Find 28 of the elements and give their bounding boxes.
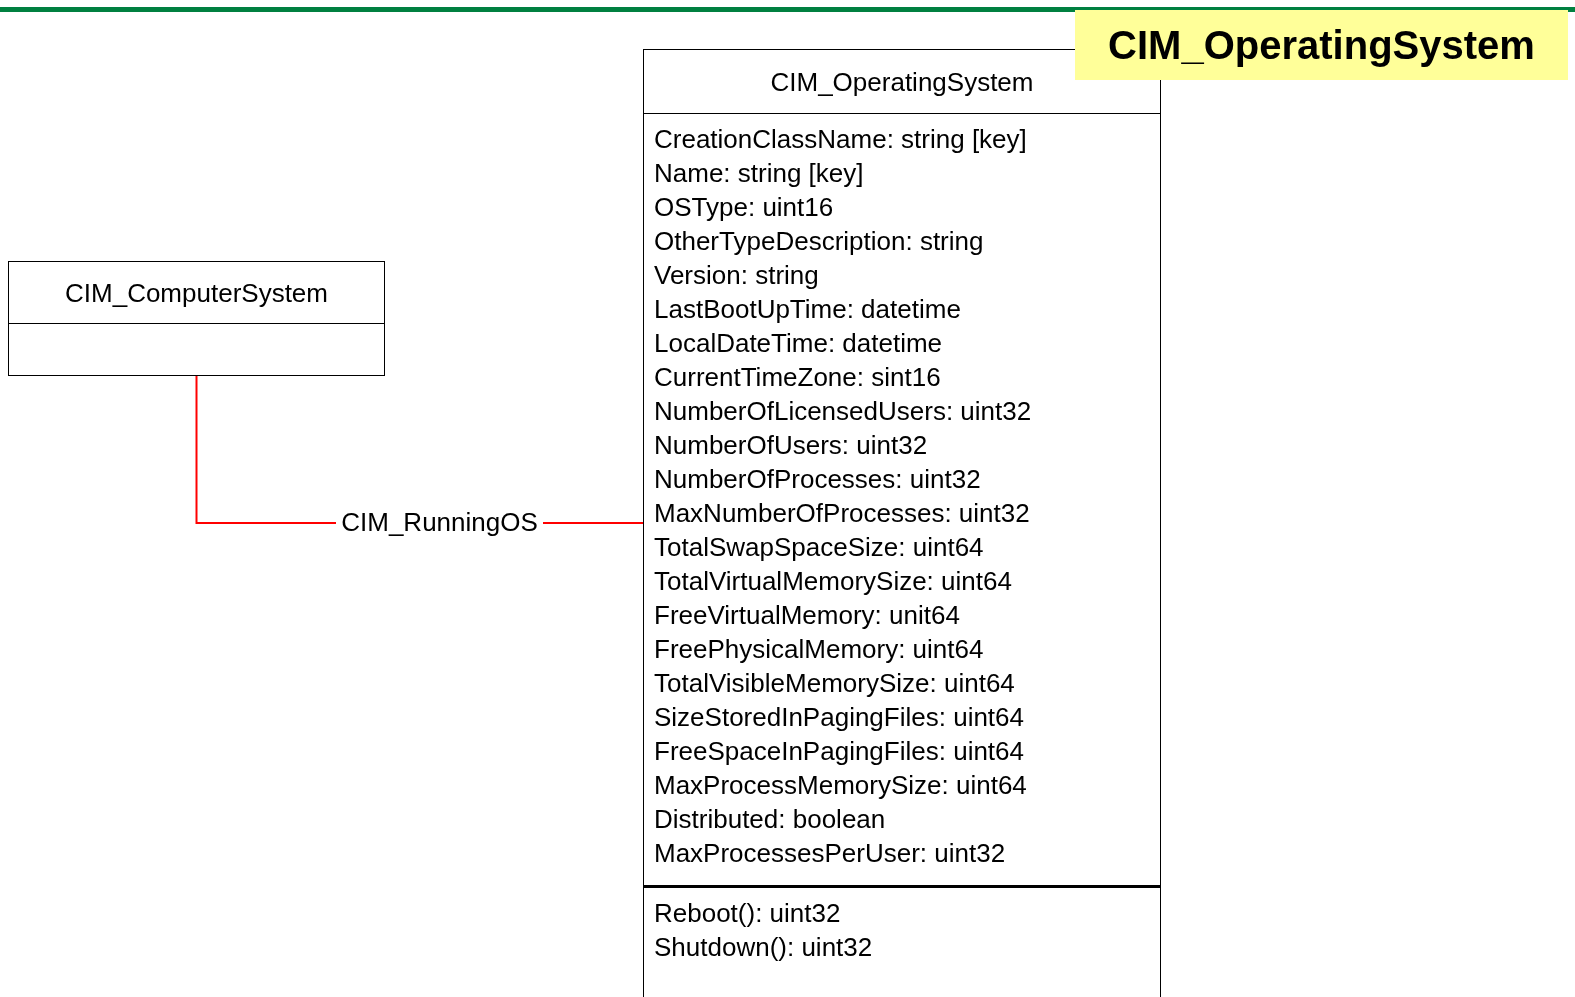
- attribute-text: NumberOfProcesses: uint32: [654, 463, 981, 496]
- class-box: [8, 261, 385, 376]
- attribute-text: CurrentTimeZone: sint16: [654, 361, 941, 394]
- method-text: Shutdown(): uint32: [654, 931, 873, 964]
- attribute-text: Version: string: [654, 259, 819, 292]
- attribute-text: NumberOfUsers: uint32: [654, 429, 928, 462]
- attribute-text: LocalDateTime: datetime: [654, 327, 943, 360]
- attribute-text: NumberOfLicensedUsers: uint32: [654, 395, 1032, 428]
- attribute-text: SizeStoredInPagingFiles: uint64: [654, 701, 1024, 734]
- attribute-text: MaxProcessMemorySize: uint64: [654, 769, 1027, 802]
- attribute-text: FreeSpaceInPagingFiles: uint64: [654, 735, 1024, 768]
- attribute-text: LastBootUpTime: datetime: [654, 293, 961, 326]
- attribute-text: TotalSwapSpaceSize: uint64: [654, 531, 984, 564]
- attribute-text: OtherTypeDescription: string: [654, 225, 984, 258]
- attribute-text: MaxProcessesPerUser: uint32: [654, 837, 1006, 870]
- method-text: Reboot(): uint32: [654, 897, 841, 930]
- attribute-text: TotalVirtualMemorySize: uint64: [654, 565, 1012, 598]
- class-name: CIM_ComputerSystem: [64, 277, 329, 310]
- attribute-text: FreePhysicalMemory: uint64: [654, 633, 984, 666]
- slide-title: CIM_OperatingSystem: [1075, 10, 1568, 80]
- attribute-text: Name: string [key]: [654, 157, 864, 190]
- attribute-text: CreationClassName: string [key]: [654, 123, 1027, 156]
- attribute-text: OSType: uint16: [654, 191, 834, 224]
- attribute-text: FreeVirtualMemory: unit64: [654, 599, 960, 632]
- attribute-text: TotalVisibleMemorySize: uint64: [654, 667, 1015, 700]
- attribute-text: Distributed: boolean: [654, 803, 886, 836]
- class-name: CIM_OperatingSystem: [769, 66, 1035, 99]
- attribute-text: MaxNumberOfProcesses: uint32: [654, 497, 1030, 530]
